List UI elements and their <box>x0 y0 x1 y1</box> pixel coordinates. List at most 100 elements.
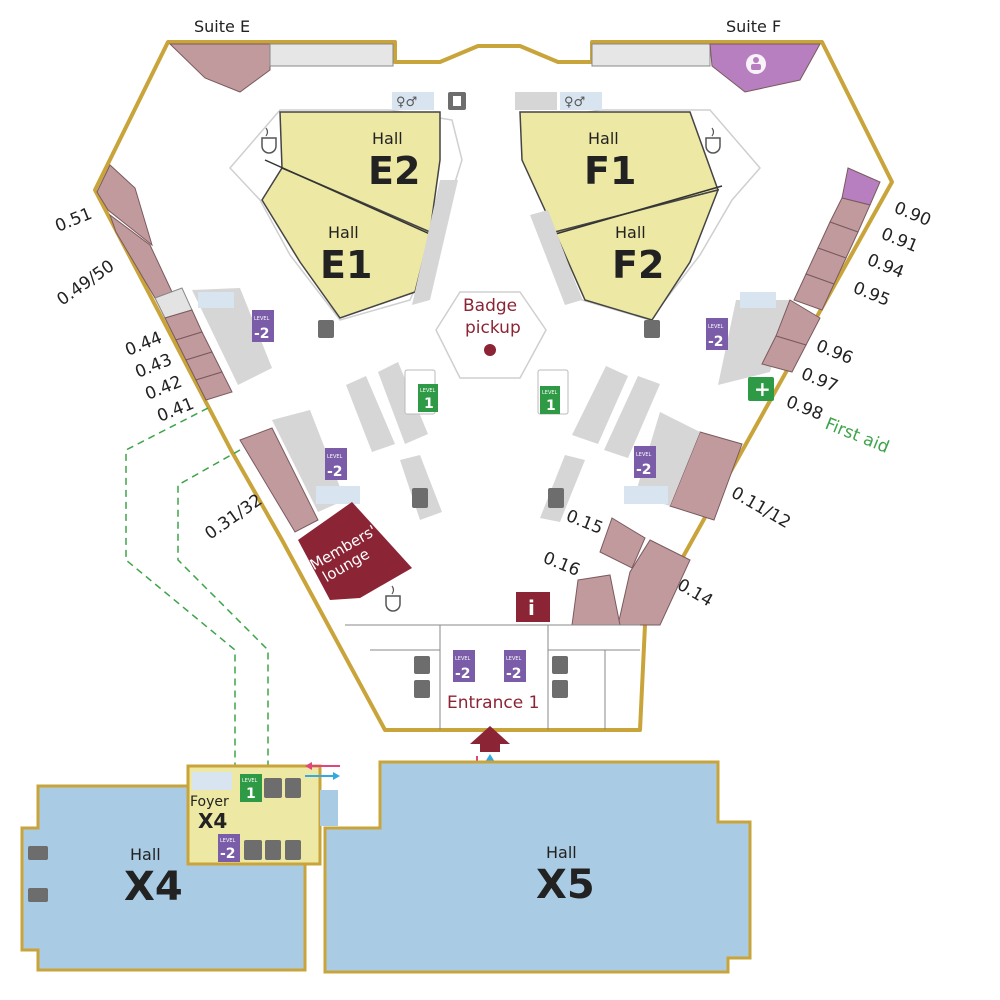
room-0-41[interactable] <box>195 371 233 401</box>
escalator-up-left <box>404 369 438 415</box>
room-0-97[interactable] <box>761 335 807 373</box>
suite-e-corridor <box>269 43 394 67</box>
room-label-0-49-50: 0.49/50 <box>53 256 118 310</box>
level-tiny-8: LEVEL <box>506 656 522 662</box>
hall-f1-small: Hall <box>588 129 619 148</box>
foyer-connector <box>320 790 338 826</box>
wheelchair-icon <box>316 486 360 504</box>
cafe-icon <box>385 585 401 612</box>
suite-f-label: Suite F <box>726 17 781 36</box>
svg-text:♀♂: ♀♂ <box>564 95 585 110</box>
right-wing-rooms <box>571 167 881 626</box>
room-label-0-31-32: 0.31/32 <box>201 490 266 544</box>
room-label-0-91: 0.91 <box>878 224 921 257</box>
wheelchair-icon <box>624 486 668 504</box>
hall-x5[interactable] <box>323 760 752 974</box>
lift-icon <box>552 656 568 674</box>
foyer-flow-arrows <box>305 762 340 780</box>
level-tiny-10: LEVEL <box>220 838 236 844</box>
svg-text:♀♂: ♀♂ <box>396 95 417 110</box>
room-0-31-32[interactable] <box>239 427 319 533</box>
room-label-0-14: 0.14 <box>674 575 717 611</box>
stairs-down-foyer <box>218 834 240 862</box>
level-up-1: 1 <box>424 396 434 412</box>
hall-e2-small: Hall <box>372 129 403 148</box>
parking-icon <box>552 680 568 698</box>
members-lounge[interactable] <box>298 502 412 600</box>
room-label-0-94: 0.94 <box>864 250 907 283</box>
entrance-label: Entrance 1 <box>447 693 539 713</box>
toilets-icon <box>740 292 776 308</box>
hall-e-stair-strip <box>412 180 458 305</box>
level-down-10: -2 <box>220 846 236 862</box>
hall-f2-big: F2 <box>612 243 664 287</box>
hall-f2-small: Hall <box>615 223 646 242</box>
first-aid-symbol: + <box>754 377 771 401</box>
cafe-icon <box>705 127 721 154</box>
cafe-icon <box>261 127 277 154</box>
info-desk[interactable] <box>516 592 550 622</box>
level-down-8: -2 <box>506 666 522 682</box>
hall-x4-small: Hall <box>130 845 161 864</box>
stairs-icon <box>264 778 282 798</box>
level-tiny-3: LEVEL <box>254 316 270 322</box>
level-down-6: -2 <box>636 462 652 478</box>
hall-x5-big: X5 <box>536 862 595 908</box>
entrance-hall-lines <box>345 624 640 730</box>
level-tiny-4: LEVEL <box>327 454 343 460</box>
lift-icon <box>644 320 660 338</box>
info-symbol: i <box>528 596 535 620</box>
escalator-up-foyer <box>240 774 262 802</box>
level-down-4: -2 <box>327 464 343 480</box>
lift-icon <box>285 778 301 798</box>
right-stairs-lower <box>635 412 700 506</box>
stairs-down-ne <box>706 318 728 350</box>
badge-pickup-line1: Badge <box>463 296 517 316</box>
badge-pickup-area[interactable] <box>435 291 547 379</box>
room-label-0-90: 0.90 <box>891 198 934 231</box>
level-down-3: -2 <box>254 326 270 342</box>
lift-icon <box>414 656 430 674</box>
first-aid-label: First aid <box>822 414 892 458</box>
foyer-big: X4 <box>198 809 227 833</box>
hall-x4-big: X4 <box>124 864 183 910</box>
level-up-9: 1 <box>246 786 256 802</box>
stairs-down-w <box>325 448 347 480</box>
room-0-51[interactable] <box>96 164 153 247</box>
baby-change-icon <box>746 54 766 74</box>
left-wing-rooms <box>96 164 345 533</box>
toilets-icon <box>192 772 232 790</box>
stairs-down-nw <box>252 310 274 342</box>
room-label-0-97: 0.97 <box>798 364 841 397</box>
first-aid-icon[interactable] <box>748 377 774 401</box>
hall-f-stair-strip <box>530 210 582 305</box>
lift-icon <box>318 320 334 338</box>
cloakroom-icon <box>285 840 301 860</box>
escalator-up-right <box>537 369 569 415</box>
toilets-icon: ♀♂ <box>560 92 602 110</box>
room-label-0-51: 0.51 <box>52 204 95 237</box>
room-label-0-95: 0.95 <box>850 278 893 311</box>
hall-f-area <box>519 109 761 321</box>
suite-e-room[interactable] <box>168 43 271 93</box>
suite-e-label: Suite E <box>194 17 250 36</box>
hall-e2[interactable] <box>279 111 441 234</box>
door-icon <box>28 846 48 860</box>
hall-e1-big: E1 <box>320 243 372 287</box>
entrance-arrow[interactable] <box>470 726 510 752</box>
cloakroom-icon <box>412 488 428 508</box>
left-stairs-block <box>192 288 272 385</box>
suite-f-corridor <box>591 43 711 67</box>
room-0-95[interactable] <box>793 273 835 311</box>
stairs-icon <box>244 840 262 860</box>
level-down-5: -2 <box>708 334 724 350</box>
level-tiny-1: LEVEL <box>420 388 436 394</box>
room-0-11-12[interactable] <box>669 431 743 521</box>
toilets-icon <box>198 292 234 308</box>
hall-x5-small: Hall <box>546 843 577 862</box>
room-label-0-98: 0.98 <box>783 392 826 425</box>
hall-e1-small: Hall <box>328 223 359 242</box>
level-tiny-9: LEVEL <box>242 778 258 784</box>
hall-e-area <box>228 109 463 321</box>
